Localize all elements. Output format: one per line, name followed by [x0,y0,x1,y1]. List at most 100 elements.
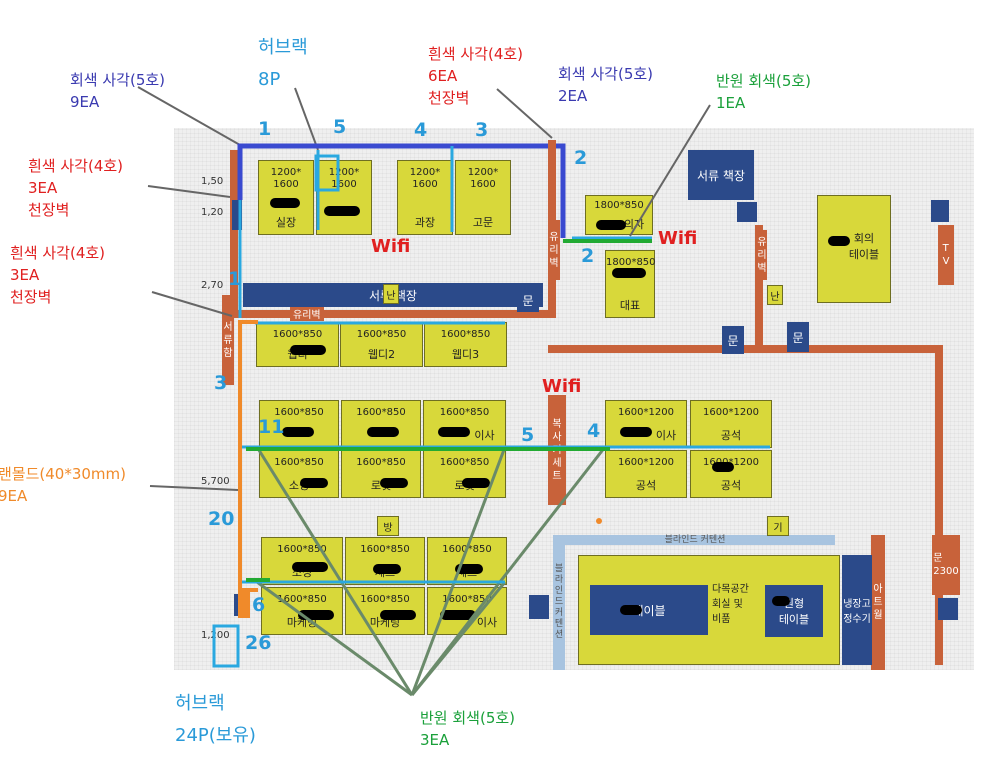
glass-wall-vertical: 유 리 벽 [548,220,560,280]
redaction [282,427,314,437]
desk-top: 1200* 1600 [316,160,372,235]
cable-count: 11 [258,416,285,438]
redaction [620,605,642,615]
annotation-half-round-1: 반원 회색(5호)1EA [716,72,812,112]
docs-shelf: 서류 책장 [688,150,754,200]
redaction [455,564,483,574]
sign: 기 [767,516,789,536]
redaction [596,220,626,230]
small-cabinet [529,595,549,619]
redaction [298,610,334,620]
door: 문 [517,288,539,312]
cable-count: 3 [475,119,489,141]
redaction [300,478,328,488]
redaction [373,564,401,574]
desk: 1600*850 [341,400,421,448]
annotation-gray-square-2: 회색 사각(5호)2EA [558,65,654,105]
redaction [772,596,790,606]
wifi-label: Wifi [371,236,411,257]
cable-count: 4 [414,119,428,141]
small-cabinet [232,200,242,230]
heater: 난 [383,284,399,304]
tv: T V [938,225,954,285]
dimension-label: 2,70 [201,280,224,291]
redaction [270,198,300,208]
cable-count: 1 [258,118,272,140]
dimension-label: 1,50 [201,176,224,187]
left-wall [230,150,238,310]
annotation-half-round-3: 반원 회색(5호)3EA [420,709,516,749]
small-cabinet [737,202,757,222]
art-wall: 아 트 월 [871,535,885,670]
redaction [380,610,416,620]
redaction [828,236,850,246]
right-wall [935,345,943,665]
redaction [620,427,652,437]
redaction [367,427,399,437]
desk-roket: 1600*850로켓 [423,450,506,498]
redaction [440,610,476,620]
middle-wall [548,345,943,353]
redaction [290,345,326,355]
redaction [324,206,360,216]
left-cabinet: 서 류 함 [222,295,234,385]
cable-count: 2 [574,147,588,169]
redaction [612,268,646,278]
door: 문 [722,326,744,354]
round-table: 원형 테이블 [765,585,823,637]
door-2300: 문 2300 [932,535,960,595]
annotation-molding: 랜몰드(40*30mm)9EA [0,465,127,505]
heater: 난 [767,285,783,305]
cable-count: 20 [208,508,235,530]
desk: 1600*850 [259,400,339,448]
dimension-label: 5,700 [201,476,230,487]
meeting-table: 회의 테이블 [817,195,891,303]
redaction [462,478,490,488]
room-sign: 방 [377,516,399,536]
cable-count: 4 [587,420,601,442]
cable-count: 5 [333,116,347,138]
cable-count: 5 [521,424,535,446]
redaction [712,462,734,472]
redaction [292,562,328,572]
small-cabinet [938,598,958,620]
wifi-label: Wifi [542,376,582,397]
redaction [438,427,470,437]
cable-count: 6 [252,594,266,616]
wifi-label: Wifi [658,228,698,249]
glass-wall-vertical-2: 유 리 벽 [757,230,767,280]
redaction [380,478,408,488]
cable-count: 26 [245,632,272,654]
ceo-wall [755,225,763,345]
glass-wall-horizontal [230,310,550,318]
glass-wall-label: 유리벽 [290,306,324,321]
blinds-vertical: 블 라 인 드 커 텐 션 [553,535,565,670]
multi-space-label: 다목공간 회실 및 비품 [712,584,749,625]
annotation-gray-square-9: 회색 사각(5호)9EA [70,71,166,111]
cable-count: 1 [228,268,242,290]
fridge-water: 냉장고 정수기 [842,555,872,665]
cable-count: 3 [214,372,228,394]
dimension-label: 1,20 [201,207,224,218]
cable-count: 2 [581,245,595,267]
dot [596,518,602,524]
blinds-horizontal: 블라인드 커텐션 [555,535,835,545]
small-cabinet [931,200,949,222]
door: 문 [787,322,809,352]
